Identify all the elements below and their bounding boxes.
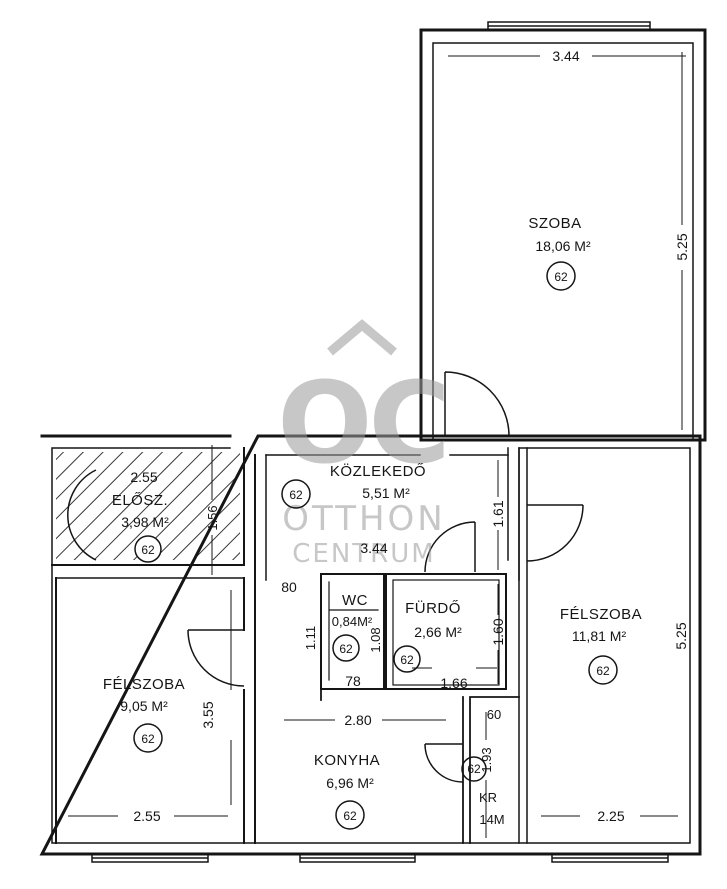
- room-name: KONYHA: [314, 752, 380, 769]
- room-code: 62: [339, 642, 353, 656]
- dim-kozl-width: 3.44: [360, 540, 387, 556]
- dim-wc-left: 1.11: [303, 626, 318, 650]
- konyha-wall: [320, 688, 520, 844]
- room-konyha: KONYHA 6,96 M² 62: [314, 752, 380, 830]
- window-bottom-mid: [299, 853, 416, 863]
- room-code-circle: [281, 479, 311, 509]
- window-bottom-right: [551, 853, 669, 863]
- room-furdo: FÜRDŐ 2,66 M² 62: [393, 599, 462, 673]
- dim-szoba-depth: 5.25: [674, 233, 690, 260]
- room-felszoba-right: FÉLSZOBA 11,81 M² 62: [560, 606, 642, 685]
- watermark-roof-icon: [327, 319, 397, 356]
- room-code-circle: [335, 800, 365, 830]
- dim-elosz-depth: 1.56: [205, 505, 220, 530]
- door-szoba: [444, 371, 510, 437]
- door-kozlekedo: [424, 521, 476, 573]
- room-code-circle: [134, 535, 162, 563]
- room-elosz: ELŐSZ. 3,98 M² 62: [112, 492, 169, 563]
- room-code: 62: [467, 762, 481, 776]
- room-name: KR: [479, 790, 497, 805]
- room-area: 9,05 M²: [120, 698, 168, 714]
- room-code-circle: [461, 756, 487, 782]
- walls: [39, 21, 707, 863]
- dim-felszoba-left-width: 2.55: [133, 808, 160, 824]
- dimension-lines: [68, 52, 691, 838]
- room-area: 2,66 M²: [414, 624, 462, 640]
- room-code: 62: [596, 664, 610, 678]
- dim-hall-gap: 80: [281, 579, 297, 595]
- kozlekedo-right-wall: [507, 447, 520, 581]
- wc-wall: [320, 573, 385, 690]
- watermark-logo: OC: [277, 359, 446, 489]
- room-name: FÉLSZOBA: [103, 676, 185, 693]
- room-area: 18,06 M²: [535, 238, 591, 254]
- room-code: 62: [343, 809, 357, 823]
- room-code: 62: [400, 653, 414, 667]
- dim-furdo-depth: 1.60: [490, 618, 506, 645]
- room-code-circle: [588, 655, 618, 685]
- room-code: 62: [554, 270, 568, 284]
- room-area: 3,98 M²: [121, 514, 169, 530]
- room-name: WC: [342, 592, 368, 609]
- room-code-circle: [133, 723, 163, 753]
- dim-szoba-width: 3.44: [552, 48, 579, 64]
- room-name: FÜRDŐ: [405, 599, 461, 617]
- room-felszoba-left: FÉLSZOBA 9,05 M² 62: [103, 676, 185, 753]
- door-elosz: [67, 469, 97, 561]
- doors: [67, 371, 584, 783]
- dim-konyha-width: 2.80: [344, 712, 371, 728]
- felszoba-right-wall: [518, 447, 528, 844]
- room-name: KÖZLEKEDŐ: [330, 462, 426, 480]
- szoba-inner-wall: [432, 42, 694, 441]
- door-felszoba-right: [526, 504, 584, 562]
- wc-inner: [328, 581, 379, 681]
- room-name: ELŐSZ.: [112, 492, 168, 509]
- watermark-line2: CENTRUM: [292, 539, 435, 569]
- dim-kamra-depth: 1.93: [479, 747, 494, 772]
- dim-furdo-width: 1.66: [440, 675, 467, 691]
- dim-kamra-width: 60: [487, 707, 501, 722]
- elosz-wall: [51, 447, 245, 566]
- felszoba-left-wall: [55, 577, 245, 844]
- dim-felszoba-right-width: 2.25: [597, 808, 624, 824]
- room-area: 6,96 M²: [326, 775, 374, 791]
- dim-wc-depth: 1.08: [368, 627, 383, 652]
- watermark: OC OTTHON CENTRUM: [277, 319, 451, 569]
- room-code: 62: [141, 732, 155, 746]
- window-top: [487, 21, 651, 31]
- room-area: 5,51 M²: [362, 485, 410, 501]
- watermark-line1: OTTHON: [282, 499, 445, 539]
- room-area: 11,81 M²: [572, 628, 627, 644]
- room-name: SZOBA: [528, 215, 581, 232]
- room-wc: WC 0,84M² 62: [332, 592, 373, 662]
- room-code-circle: [332, 634, 360, 662]
- dim-elosz-width: 2.55: [130, 469, 157, 485]
- door-felszoba-left: [187, 629, 245, 687]
- room-code-circle: [546, 261, 576, 291]
- room-name: FÉLSZOBA: [560, 606, 642, 623]
- room-code: 62: [289, 488, 303, 502]
- room-kozlekedo: KÖZLEKEDŐ 5,51 M² 62: [281, 462, 426, 509]
- dim-kozl-depth: 1.61: [490, 500, 506, 527]
- room-code-circle: [393, 645, 421, 673]
- room-code: 62: [141, 543, 155, 557]
- dim-felszoba-left-depth: 3.55: [200, 701, 216, 728]
- room-kamra: 62 KR 14M: [461, 756, 505, 827]
- dimension-labels: 3.44 5.25 2.55 1.56 3.44 1.61 80 1.60 1.…: [130, 48, 690, 824]
- room-szoba: SZOBA 18,06 M² 62: [528, 215, 591, 291]
- lower-outer-wall: [39, 434, 702, 856]
- dim-right-depth: 5.25: [673, 622, 689, 649]
- dim-wc-width: 78: [345, 673, 361, 689]
- lower-inner-wall: [51, 447, 691, 844]
- furdo-inner: [392, 579, 500, 686]
- room-area: 0,84M²: [332, 614, 373, 629]
- door-konyha: [424, 743, 464, 783]
- szoba-outer-wall: [419, 28, 707, 442]
- window-bottom-left: [91, 853, 209, 863]
- room-area: 14M: [479, 812, 504, 827]
